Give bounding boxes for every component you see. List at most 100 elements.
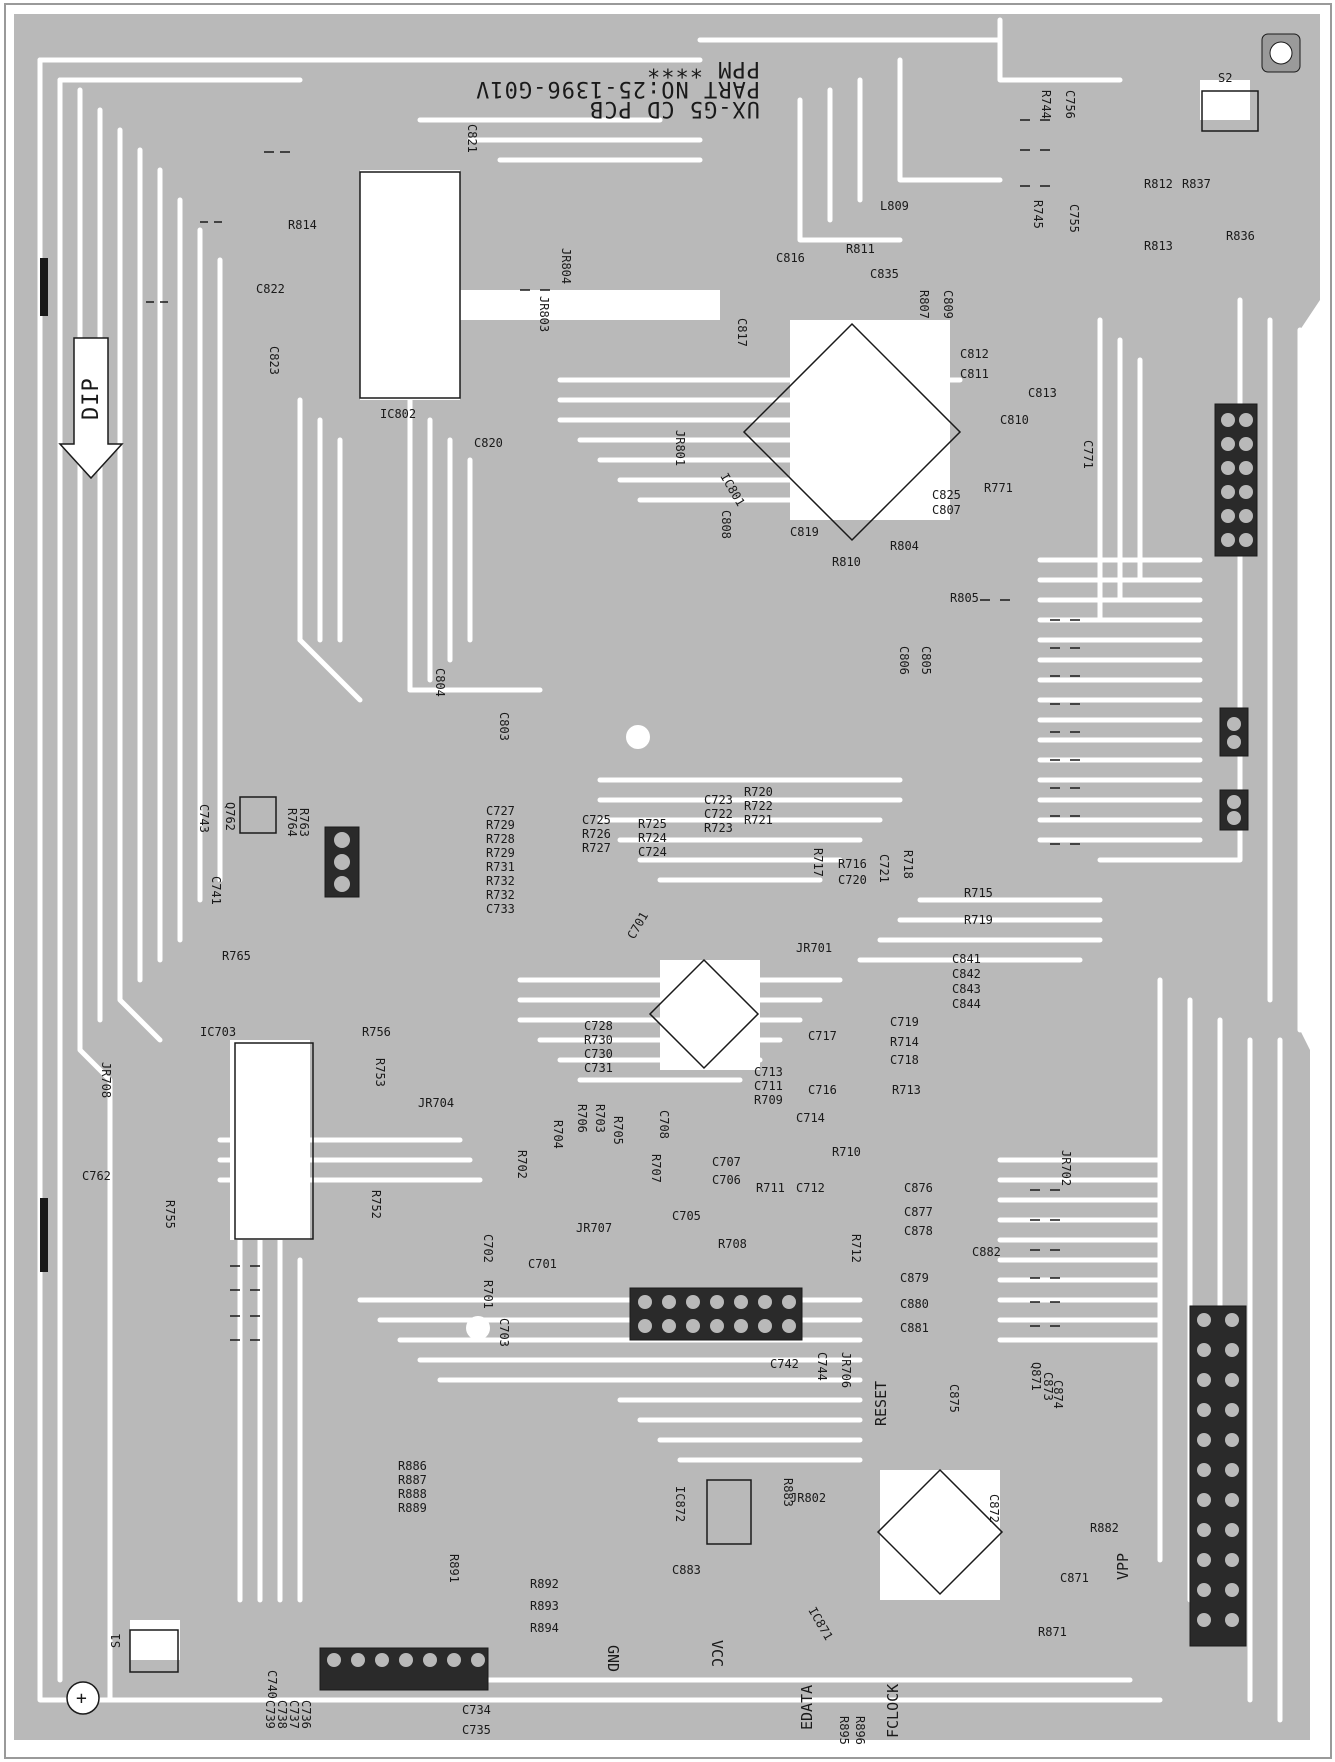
mounting-hole-bottom-left	[66, 1681, 100, 1715]
label-c722: C722	[704, 807, 733, 821]
label-c842: C842	[952, 967, 981, 981]
label-c705: C705	[672, 1209, 701, 1223]
label-r706: R706	[575, 1104, 589, 1133]
label-r708: R708	[718, 1237, 747, 1251]
label-c716: C716	[808, 1083, 837, 1097]
label-r804: R804	[890, 539, 919, 553]
label-jr704: JR704	[418, 1096, 454, 1110]
label-c713: C713	[754, 1065, 783, 1079]
label-r729: R729	[486, 818, 515, 832]
label-c821: C821	[465, 124, 479, 153]
label-r703: R703	[593, 1104, 607, 1133]
label-r752: R752	[369, 1190, 383, 1219]
label-r731: R731	[486, 860, 515, 874]
label-r714: R714	[890, 1035, 919, 1049]
label-r705: R705	[611, 1116, 625, 1145]
label-c739: C739	[263, 1700, 277, 1729]
label-jr707: JR707	[576, 1221, 612, 1235]
edge-bar-left-bottom	[40, 1198, 48, 1272]
label-r729b: R729	[486, 846, 515, 860]
label-c727: C727	[486, 804, 515, 818]
label-c817: C817	[735, 318, 749, 347]
label-c742: C742	[770, 1357, 799, 1371]
label-c874: C874	[1051, 1380, 1065, 1409]
label-r888: R888	[398, 1487, 427, 1501]
label-r896: R896	[853, 1716, 867, 1745]
label-c816: C816	[776, 251, 805, 265]
s2-label: S2	[1218, 71, 1232, 85]
label-c835: C835	[870, 267, 899, 281]
label-r814: R814	[288, 218, 317, 232]
label-c717: C717	[808, 1029, 837, 1043]
label-r894: R894	[530, 1621, 559, 1635]
label-c803: C803	[497, 712, 511, 741]
label-c741: C741	[209, 876, 223, 905]
label-r727: R727	[582, 841, 611, 855]
label-c740: C740	[265, 1670, 279, 1699]
label-c871: C871	[1060, 1571, 1089, 1585]
label-r765: R765	[222, 949, 251, 963]
label-c743: C743	[197, 804, 211, 833]
label-r753: R753	[373, 1058, 387, 1087]
label-r730: R730	[584, 1033, 613, 1047]
label-c733: C733	[486, 902, 515, 916]
label-r745: R745	[1031, 200, 1045, 229]
label-r704: R704	[551, 1120, 565, 1149]
label-r728: R728	[486, 832, 515, 846]
component-keepouts	[130, 80, 1250, 1660]
label-r709: R709	[754, 1093, 783, 1107]
label-c813: C813	[1028, 386, 1057, 400]
label-c744: C744	[815, 1352, 829, 1381]
s2-body	[1201, 90, 1259, 132]
label-c762: C762	[82, 1169, 111, 1183]
label-r807: R807	[917, 290, 931, 319]
label-ic802: IC802	[380, 407, 416, 421]
ic802-body	[359, 171, 461, 399]
label-c737: C737	[287, 1700, 301, 1729]
label-r812: R812	[1144, 177, 1173, 191]
label-r756: R756	[362, 1025, 391, 1039]
label-r723: R723	[704, 821, 733, 835]
ic701-body	[648, 958, 760, 1070]
dip-arrow	[58, 337, 124, 480]
label-r702: R702	[515, 1150, 529, 1179]
label-c756: C756	[1063, 90, 1077, 119]
label-c771: C771	[1081, 440, 1095, 469]
ic703-body	[234, 1042, 314, 1240]
label-c812: C812	[960, 347, 989, 361]
trace-gaps	[37, 17, 1303, 1723]
label-r810: R810	[832, 555, 861, 569]
ic872-body	[706, 1479, 752, 1545]
label-c844: C844	[952, 997, 981, 1011]
label-r887: R887	[398, 1473, 427, 1487]
mounting-hole-top-right	[1269, 41, 1293, 65]
label-c734: C734	[462, 1703, 491, 1717]
label-r871: R871	[1038, 1625, 1067, 1639]
signal-gnd: GND	[604, 1645, 622, 1672]
label-c730: C730	[584, 1047, 613, 1061]
label-r724: R724	[638, 831, 667, 845]
label-c820: C820	[474, 436, 503, 450]
title-board-name: UX-G5 CD PCB	[589, 96, 760, 121]
label-c755: C755	[1067, 204, 1081, 233]
label-r710: R710	[832, 1145, 861, 1159]
title-part-no: PART NO:25-1396-G01V	[475, 76, 760, 101]
ic801-body	[742, 322, 962, 542]
signal-reset: RESET	[872, 1381, 890, 1426]
label-jr701: JR701	[796, 941, 832, 955]
via-holes	[410, 170, 948, 1533]
label-r720: R720	[744, 785, 773, 799]
signal-vcc: VCC	[708, 1640, 726, 1667]
label-c719: C719	[890, 1015, 919, 1029]
label-r718: R718	[901, 850, 915, 879]
label-jr801: JR801	[673, 430, 687, 466]
label-r732: R732	[486, 874, 515, 888]
label-c712: C712	[796, 1181, 825, 1195]
label-c736: C736	[299, 1700, 313, 1729]
label-r712: R712	[849, 1234, 863, 1263]
label-r707: R707	[649, 1154, 663, 1183]
title-ppm: PPM ****	[646, 56, 760, 81]
label-c711: C711	[754, 1079, 783, 1093]
